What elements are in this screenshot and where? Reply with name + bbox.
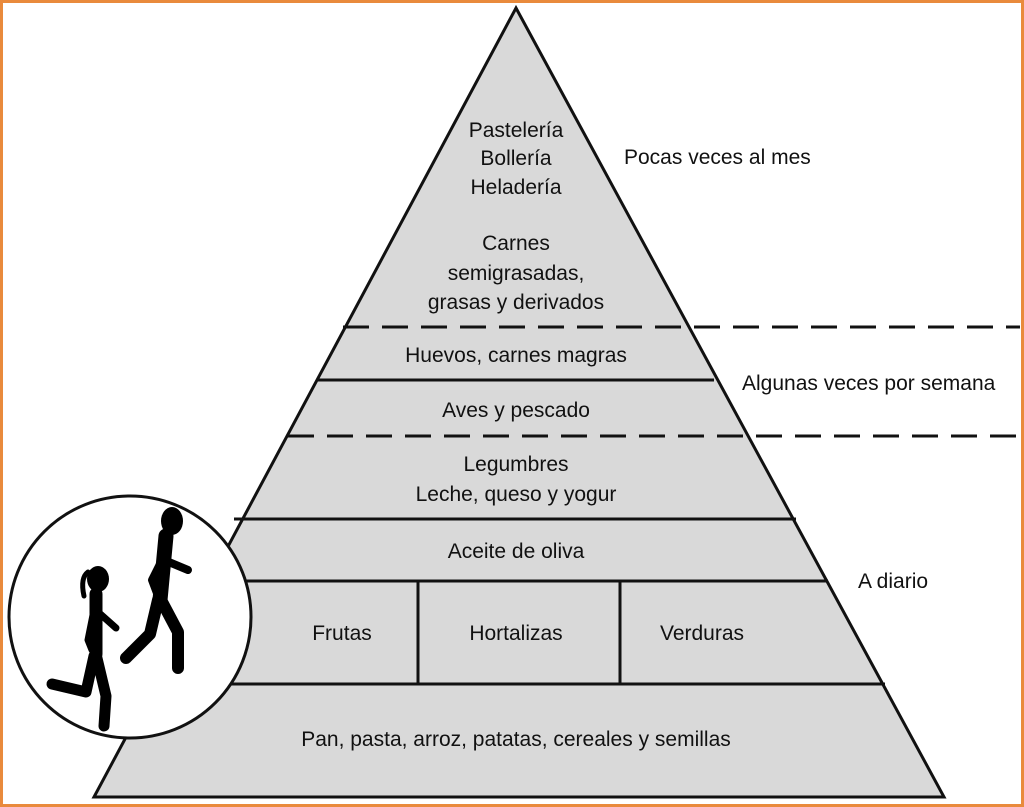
label-leche-queso-yogur: Leche, queso y yogur: [416, 483, 617, 506]
label-aceite-oliva: Aceite de oliva: [448, 540, 585, 563]
pyramid-shape: [91, 4, 947, 799]
label-grasas-derivados: grasas y derivados: [428, 291, 604, 314]
label-bolleria: Bollería: [480, 147, 552, 170]
label-pasteleria: Pastelería: [469, 119, 564, 142]
label-verduras: Verduras: [660, 622, 744, 645]
label-heladeria: Heladería: [470, 176, 561, 199]
label-hortalizas: Hortalizas: [469, 622, 562, 645]
runners-icon: [7, 494, 253, 740]
frequency-monthly-label: Pocas veces al mes: [624, 146, 811, 169]
frequency-weekly-label: Algunas veces por semana: [742, 372, 996, 395]
label-semigrasadas: semigrasadas,: [448, 262, 585, 285]
label-aves-pescado: Aves y pescado: [442, 399, 590, 422]
label-legumbres: Legumbres: [463, 453, 568, 476]
frequency-daily-label: A diario: [858, 570, 928, 593]
label-carnes: Carnes: [482, 232, 550, 255]
label-frutas: Frutas: [312, 622, 372, 645]
pyramid-canvas: Pastelería Bollería Heladería Carnes sem…: [7, 4, 1020, 799]
label-huevos-carnes-magras: Huevos, carnes magras: [405, 344, 627, 367]
label-base-cereales: Pan, pasta, arroz, patatas, cereales y s…: [301, 728, 731, 751]
